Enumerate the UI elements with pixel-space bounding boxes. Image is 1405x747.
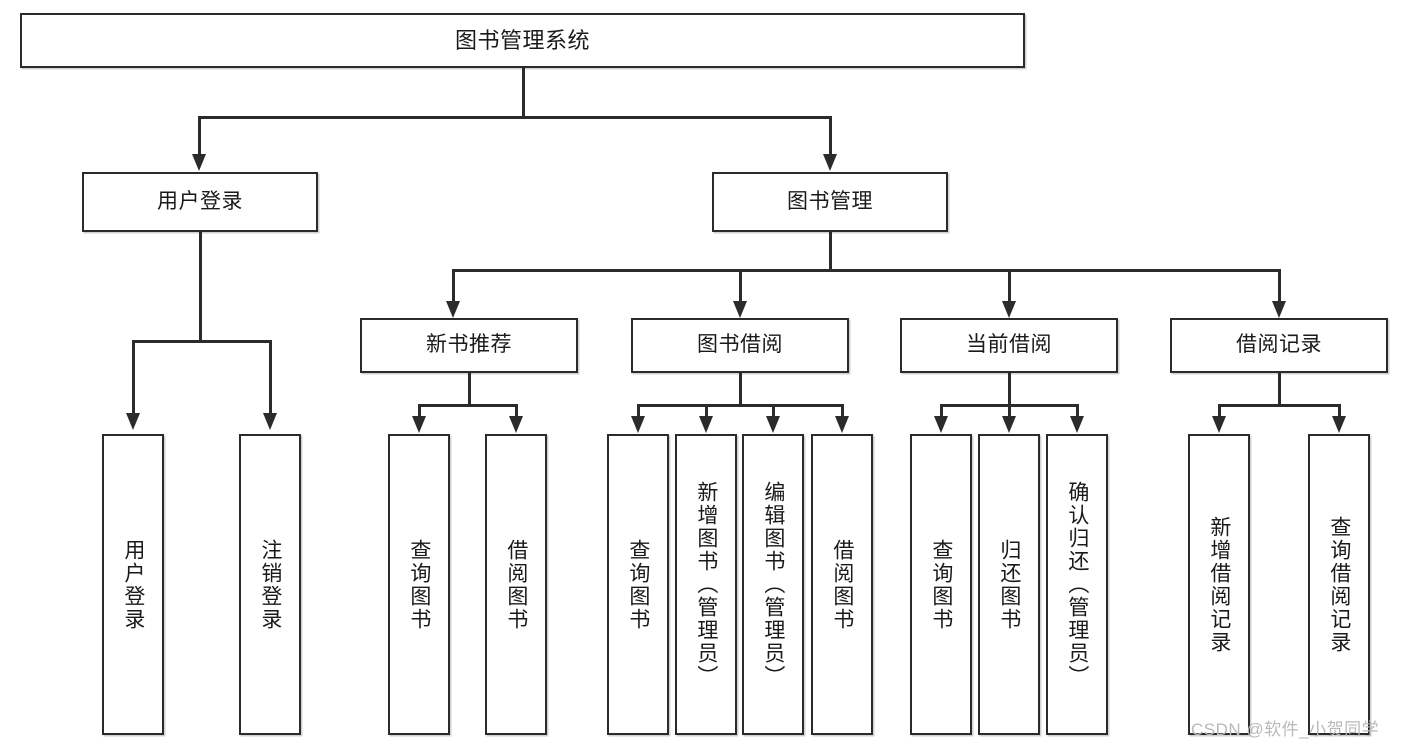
edge-drop-user-login [198,116,201,156]
edge-drop-bb-leaf-1 [637,404,640,418]
edge-drop-nb-leaf-2 [515,404,518,418]
arrow-down-icon [823,154,837,171]
arrow-down-icon [1002,416,1016,433]
leaf-return-book[interactable]: 归还图书 [978,434,1040,735]
edge-borrow-record-bar [1218,404,1340,407]
arrow-down-icon [412,416,426,433]
arrow-down-icon [934,416,948,433]
edge-drop-current-borrow [1008,269,1011,303]
node-label: 借阅图书 [504,538,528,631]
edge-drop-user-login-leaf-2 [269,340,272,415]
node-label: 归还图书 [997,538,1021,631]
leaf-query-book-recommend[interactable]: 查询图书 [388,434,450,735]
edge-level2-bar [452,269,1280,272]
edge-drop-book-manage [829,116,832,156]
leaf-add-borrow-record[interactable]: 新增借阅记录 [1188,434,1250,735]
leaf-query-book-current[interactable]: 查询图书 [910,434,972,735]
edge-root-stem [522,68,525,117]
node-current-borrow[interactable]: 当前借阅 [900,318,1118,373]
node-label: 图书管理 [787,189,873,213]
leaf-logout[interactable]: 注销登录 [239,434,301,735]
edge-drop-new-book [452,269,455,303]
edge-book-borrow-bar [637,404,843,407]
edge-drop-book-borrow [739,269,742,303]
edge-drop-bb-leaf-4 [841,404,844,418]
arrow-down-icon [1002,301,1016,318]
node-label: 查询借阅记录 [1327,515,1351,654]
edge-drop-cb-leaf-2 [1008,404,1011,418]
node-book-borrow[interactable]: 图书借阅 [631,318,849,373]
node-label: 编辑图书（管理员） [761,481,785,688]
node-new-book-recommend[interactable]: 新书推荐 [360,318,578,373]
leaf-borrow-book[interactable]: 借阅图书 [811,434,873,735]
node-label: 借阅图书 [830,538,854,631]
edge-level1-bar [198,116,832,119]
node-label: 用户登录 [157,189,243,213]
edge-drop-bb-leaf-3 [772,404,775,418]
node-book-management[interactable]: 图书管理 [712,172,948,232]
edge-borrow-record-stem [1278,373,1281,406]
edge-user-login-bar [132,340,269,343]
leaf-query-borrow-record[interactable]: 查询借阅记录 [1308,434,1370,735]
arrow-down-icon [835,416,849,433]
node-label: 当前借阅 [966,333,1052,357]
node-label: 查询图书 [407,538,431,631]
edge-drop-cb-leaf-3 [1076,404,1079,418]
arrow-down-icon [699,416,713,433]
arrow-down-icon [126,413,140,430]
node-label: 新增借阅记录 [1207,515,1231,654]
arrow-down-icon [192,154,206,171]
arrow-down-icon [766,416,780,433]
node-label: 借阅记录 [1236,333,1322,357]
leaf-user-login[interactable]: 用户登录 [102,434,164,735]
leaf-query-book-borrow[interactable]: 查询图书 [607,434,669,735]
edge-current-borrow-stem [1008,373,1011,406]
node-label: 用户登录 [121,538,145,631]
arrow-down-icon [1212,416,1226,433]
leaf-edit-book-admin[interactable]: 编辑图书（管理员） [742,434,804,735]
node-borrow-record[interactable]: 借阅记录 [1170,318,1388,373]
node-label: 新增图书（管理员） [694,481,718,688]
node-label: 确认归还（管理员） [1065,481,1089,688]
edge-book-borrow-stem [739,373,742,406]
node-root-system[interactable]: 图书管理系统 [20,13,1025,68]
edge-drop-borrow-record [1278,269,1281,303]
arrow-down-icon [1070,416,1084,433]
arrow-down-icon [263,413,277,430]
leaf-borrow-book-recommend[interactable]: 借阅图书 [485,434,547,735]
leaf-add-book-admin[interactable]: 新增图书（管理员） [675,434,737,735]
edge-drop-user-login-leaf-1 [132,340,135,415]
edge-drop-cb-leaf-1 [940,404,943,418]
node-label: 查询图书 [929,538,953,631]
edge-drop-nb-leaf-1 [418,404,421,418]
node-label: 查询图书 [626,538,650,631]
node-label: 新书推荐 [426,333,512,357]
arrow-down-icon [631,416,645,433]
edge-new-book-stem [468,373,471,406]
arrow-down-icon [509,416,523,433]
arrow-down-icon [446,301,460,318]
edge-drop-bb-leaf-2 [705,404,708,418]
edge-drop-br-leaf-1 [1218,404,1221,418]
edge-book-manage-stem [829,232,832,271]
arrow-down-icon [733,301,747,318]
node-label: 图书管理系统 [454,27,590,53]
leaf-confirm-return-admin[interactable]: 确认归还（管理员） [1046,434,1108,735]
arrow-down-icon [1332,416,1346,433]
edge-drop-br-leaf-2 [1338,404,1341,418]
arrow-down-icon [1272,301,1286,318]
edge-user-login-stem [199,232,202,342]
node-label: 注销登录 [258,538,282,631]
node-label: 图书借阅 [697,333,783,357]
edge-new-book-bar [418,404,518,407]
watermark-csdn: CSDN @软件_小贺同学 [1191,720,1380,739]
node-user-login[interactable]: 用户登录 [82,172,318,232]
